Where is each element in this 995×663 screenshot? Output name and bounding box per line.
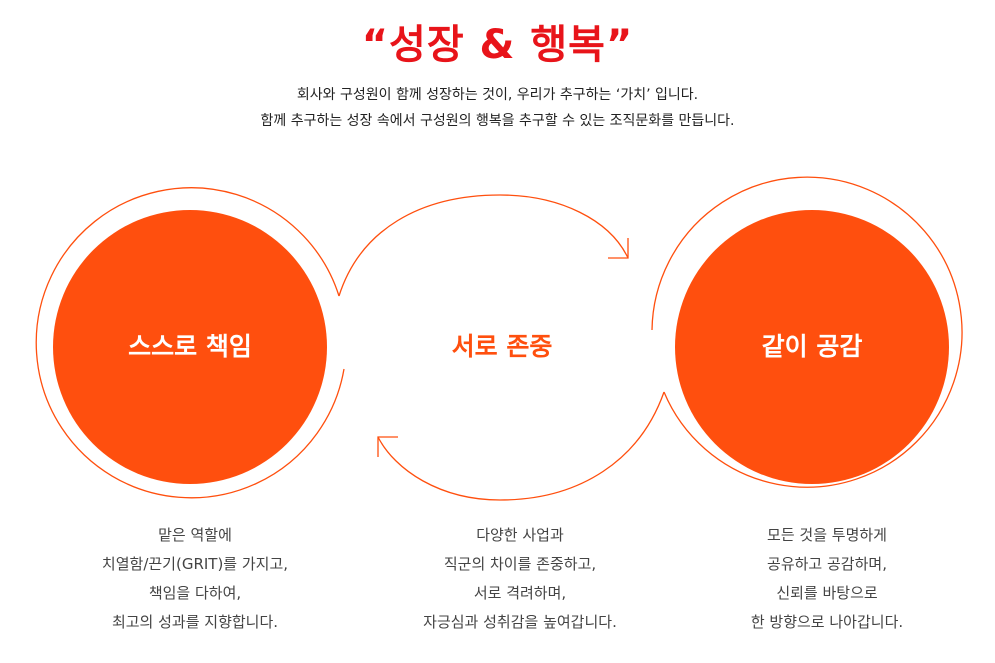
right-filled-circle <box>675 210 949 484</box>
desc-line: 신뢰를 바탕으로 <box>776 584 878 602</box>
left-filled-circle <box>53 210 327 484</box>
value-desc-self-responsibility: 맡은 역할에 치열함/끈기(GRIT)를 가지고, 책임을 다하여, 최고의 성… <box>45 521 345 637</box>
value-label-self-responsibility: 스스로 책임 <box>128 332 252 361</box>
subtitle-line-1: 회사와 구성원이 함께 성장하는 것이, 우리가 추구하는 ‘가치’ 입니다. <box>296 87 699 103</box>
value-desc-mutual-respect: 다양한 사업과 직군의 차이를 존중하고, 서로 격려하며, 자긍심과 성취감을… <box>370 521 670 637</box>
center-bottom-arc <box>377 391 665 501</box>
desc-line: 자긍심과 성취감을 높여갑니다. <box>423 613 617 631</box>
desc-line: 다양한 사업과 <box>476 526 564 544</box>
desc-line: 치열함/끈기(GRIT)를 가지고, <box>101 555 289 573</box>
center-top-arc <box>338 194 629 297</box>
desc-line: 모든 것을 투명하게 <box>767 526 887 544</box>
desc-line: 직군의 차이를 존중하고, <box>443 555 597 573</box>
desc-line: 한 방향으로 나아갑니다. <box>750 613 904 631</box>
value-desc-empathy: 모든 것을 투명하게 공유하고 공감하며, 신뢰를 바탕으로 한 방향으로 나아… <box>677 521 977 637</box>
desc-line: 맡은 역할에 <box>158 526 232 544</box>
desc-line: 서로 격려하며, <box>473 584 567 602</box>
value-label-mutual-respect: 서로 존중 <box>451 332 553 361</box>
desc-line: 공유하고 공감하며, <box>767 555 887 573</box>
desc-line: 최고의 성과를 지향합니다. <box>111 613 279 631</box>
arrow-left-icon <box>377 436 398 457</box>
subtitle-line-2: 함께 추구하는 성장 속에서 구성원의 행복을 추구할 수 있는 조직문화를 만… <box>260 113 735 129</box>
arrow-right-icon <box>608 238 629 259</box>
left-outer-ring <box>35 187 345 499</box>
page-title: “성장 & 행복” <box>361 22 634 68</box>
value-label-empathy: 같이 공감 <box>761 332 863 361</box>
desc-line: 책임을 다하여, <box>148 584 242 602</box>
right-outer-ring <box>651 176 963 488</box>
